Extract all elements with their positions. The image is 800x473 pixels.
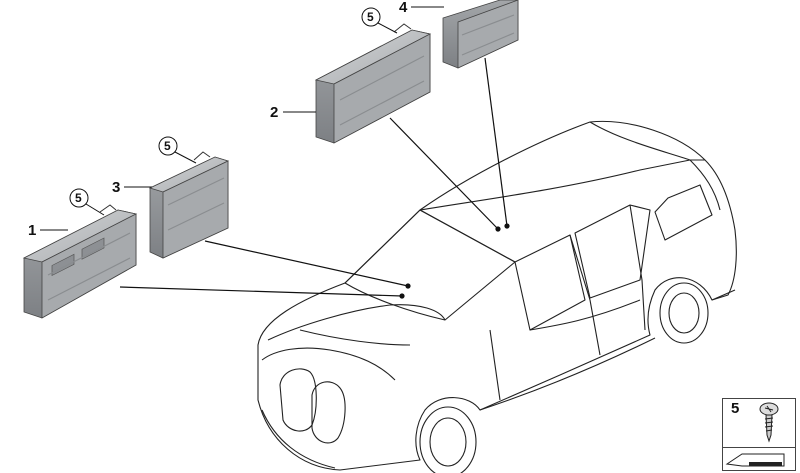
svg-text:5: 5 xyxy=(367,10,374,24)
vehicle-outline xyxy=(257,120,737,473)
control-module-1 xyxy=(22,204,138,319)
screw-callout-part-3: 5 xyxy=(158,136,197,164)
svg-text:1: 1 xyxy=(28,222,36,239)
callout-3: 3 xyxy=(112,179,152,196)
svg-text:5: 5 xyxy=(164,139,171,153)
callout-4: 4 xyxy=(399,0,444,16)
leader-dot-4 xyxy=(504,223,510,229)
legend-divider xyxy=(722,447,796,448)
svg-text:3: 3 xyxy=(112,179,120,196)
svg-text:2: 2 xyxy=(270,104,278,121)
svg-text:5: 5 xyxy=(75,191,82,205)
control-module-3 xyxy=(148,151,230,259)
screw-icon xyxy=(759,402,779,443)
leader-dot-2 xyxy=(495,226,501,232)
leader-part-3 xyxy=(204,240,409,287)
leader-dot-1 xyxy=(399,293,405,299)
control-module-4 xyxy=(442,0,519,69)
callout-2: 2 xyxy=(270,104,316,121)
leader-lines xyxy=(119,57,510,299)
leader-part-1 xyxy=(119,286,403,297)
screw-callout-part-2: 5 xyxy=(361,7,398,34)
callout-1: 1 xyxy=(28,222,68,239)
leader-part-2 xyxy=(389,117,499,230)
leader-dot-3 xyxy=(405,283,411,289)
arrow-tag-icon xyxy=(725,453,785,467)
control-module-2 xyxy=(314,23,432,144)
legend-item-number: 5 xyxy=(731,400,740,417)
leader-part-4 xyxy=(484,57,508,227)
screw-callout-part-1: 5 xyxy=(69,188,105,216)
svg-text:4: 4 xyxy=(399,0,408,16)
